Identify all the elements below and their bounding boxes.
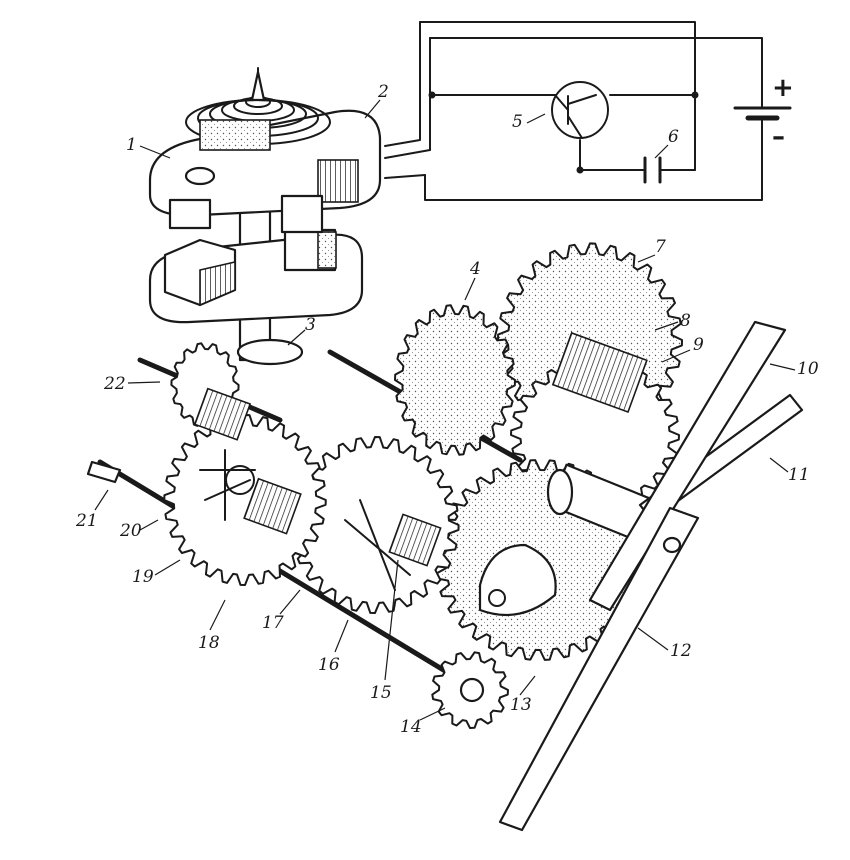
transistor xyxy=(551,81,609,139)
label-17: 17 xyxy=(262,613,284,633)
label-18: 18 xyxy=(198,633,220,653)
label-2: 2 xyxy=(377,82,389,102)
label-13: 13 xyxy=(510,695,532,715)
label-3: 3 xyxy=(305,315,316,335)
part-labels: 1 2 3 4 5 6 7 8 9 10 11 12 13 14 15 16 1… xyxy=(75,82,819,737)
capacitor xyxy=(643,156,662,184)
label-7: 7 xyxy=(655,237,666,257)
gear-19 xyxy=(163,414,327,586)
label-16: 16 xyxy=(318,655,340,675)
balance-assembly xyxy=(148,67,382,366)
label-8: 8 xyxy=(680,311,691,331)
label-14: 14 xyxy=(400,717,422,737)
label-11: 11 xyxy=(788,465,810,485)
gear-train xyxy=(86,242,683,729)
battery-plus-sign: + xyxy=(772,73,794,103)
gear-4 xyxy=(394,304,516,456)
label-19: 19 xyxy=(132,567,154,587)
label-5: 5 xyxy=(512,112,523,132)
electronic-circuit xyxy=(384,21,763,201)
label-21: 21 xyxy=(75,511,98,531)
label-22: 22 xyxy=(103,374,126,394)
battery-minus-sign: – xyxy=(772,122,785,152)
label-10: 10 xyxy=(797,359,819,379)
label-15: 15 xyxy=(370,683,392,703)
label-9: 9 xyxy=(693,335,704,355)
label-6: 6 xyxy=(668,127,679,147)
battery: + – xyxy=(733,73,794,152)
label-1: 1 xyxy=(126,135,137,155)
levers xyxy=(498,320,804,832)
label-4: 4 xyxy=(469,259,481,279)
label-12: 12 xyxy=(670,641,692,661)
label-20: 20 xyxy=(119,521,142,541)
